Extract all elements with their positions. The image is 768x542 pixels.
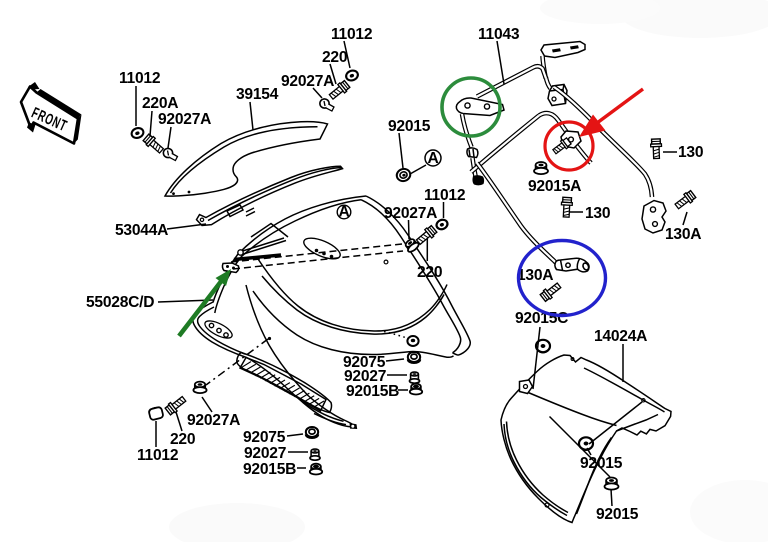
svg-text:A: A [427,150,438,167]
svg-text:92027: 92027 [244,445,286,462]
svg-text:53044A: 53044A [115,222,168,239]
svg-text:92015B: 92015B [243,461,296,478]
svg-text:92015: 92015 [388,118,431,135]
svg-text:39154: 39154 [236,86,279,103]
svg-text:11043: 11043 [478,26,520,43]
svg-text:220: 220 [170,431,196,448]
svg-text:92027A: 92027A [187,412,240,429]
svg-text:92015: 92015 [580,455,623,472]
svg-text:220: 220 [417,264,443,281]
svg-text:11012: 11012 [137,447,179,464]
svg-text:92027A: 92027A [384,205,437,222]
svg-text:92075: 92075 [243,429,286,446]
svg-text:92075: 92075 [343,354,386,371]
svg-text:92027A: 92027A [281,73,334,90]
svg-text:92015B: 92015B [346,383,399,400]
svg-text:92027: 92027 [344,368,386,385]
svg-text:130: 130 [585,205,611,222]
svg-text:11012: 11012 [424,187,466,204]
svg-text:92015: 92015 [596,506,639,523]
svg-text:130A: 130A [517,267,553,284]
svg-text:14024A: 14024A [594,328,647,345]
svg-text:130: 130 [678,144,704,161]
svg-text:220A: 220A [142,95,178,112]
svg-text:11012: 11012 [119,70,161,87]
svg-text:130A: 130A [665,226,701,243]
svg-text:A: A [338,204,349,221]
svg-text:11012: 11012 [331,26,373,43]
svg-text:92027A: 92027A [158,111,211,128]
svg-text:55028C/D: 55028C/D [86,294,154,311]
svg-text:92015A: 92015A [528,178,581,195]
svg-text:220: 220 [322,49,348,66]
